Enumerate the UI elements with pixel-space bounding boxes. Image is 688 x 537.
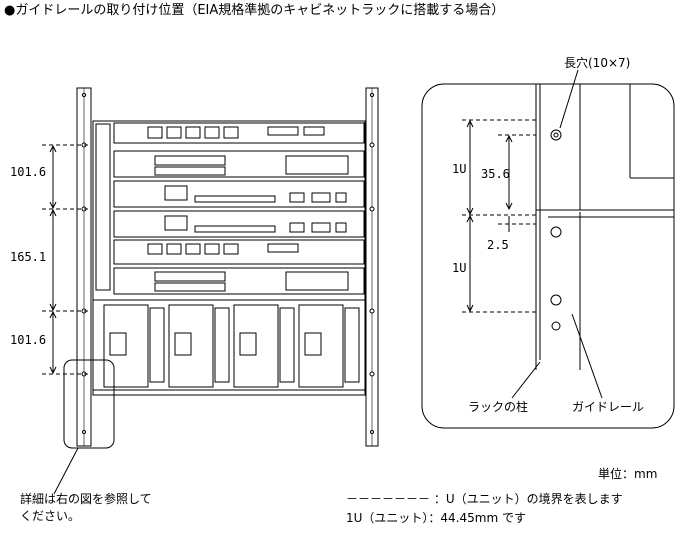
page-title: ●ガイドレールの取り付け位置（EIA規格準拠のキャビネットラックに搭載する場合） <box>4 3 505 18</box>
detail-arrows <box>466 119 513 313</box>
module-row-3 <box>113 180 365 208</box>
left-rack-post <box>76 87 92 447</box>
dimension-arrows <box>49 144 57 375</box>
guide-rail-label: ガイドレール <box>572 400 645 414</box>
legend-line-1: －－－－－－－ ：U（ユニット）の境界を表します <box>346 492 623 506</box>
leader-lines <box>511 69 603 399</box>
unit-label-bottom: 1U <box>452 261 467 275</box>
dimension-lines <box>42 144 90 375</box>
module-row-4 <box>113 210 365 238</box>
module-row-1 <box>113 122 365 144</box>
module-row-6 <box>113 267 365 295</box>
unit-label: 単位：mm <box>598 467 658 481</box>
note-line-2: ください。 <box>20 509 81 523</box>
chassis <box>92 120 366 396</box>
detail-frame <box>421 83 675 429</box>
slot-hole-label: 長穴(10×7) <box>564 56 631 70</box>
module-row-5 <box>113 239 365 265</box>
dimension-label-2: 165.1 <box>10 250 47 264</box>
note-line-1: 詳細は右の図を参照して <box>20 492 152 506</box>
right-rack-post <box>365 87 379 447</box>
detail-rack-post <box>535 84 674 370</box>
rack-post-label: ラックの柱 <box>468 400 529 414</box>
gap-label: 2.5 <box>487 238 509 252</box>
unit-label-top: 1U <box>452 162 467 176</box>
pitch-label: 35.6 <box>481 167 510 181</box>
detail-holes <box>550 129 562 331</box>
power-units <box>103 304 360 388</box>
detail-callout <box>53 359 115 495</box>
legend-line-2: 1U（ユニット）：44.45mm です <box>346 511 526 525</box>
dimension-label-3: 101.6 <box>10 333 47 347</box>
module-row-2 <box>113 150 365 178</box>
detail-dashed <box>462 119 536 313</box>
dimension-label-1: 101.6 <box>10 165 47 179</box>
